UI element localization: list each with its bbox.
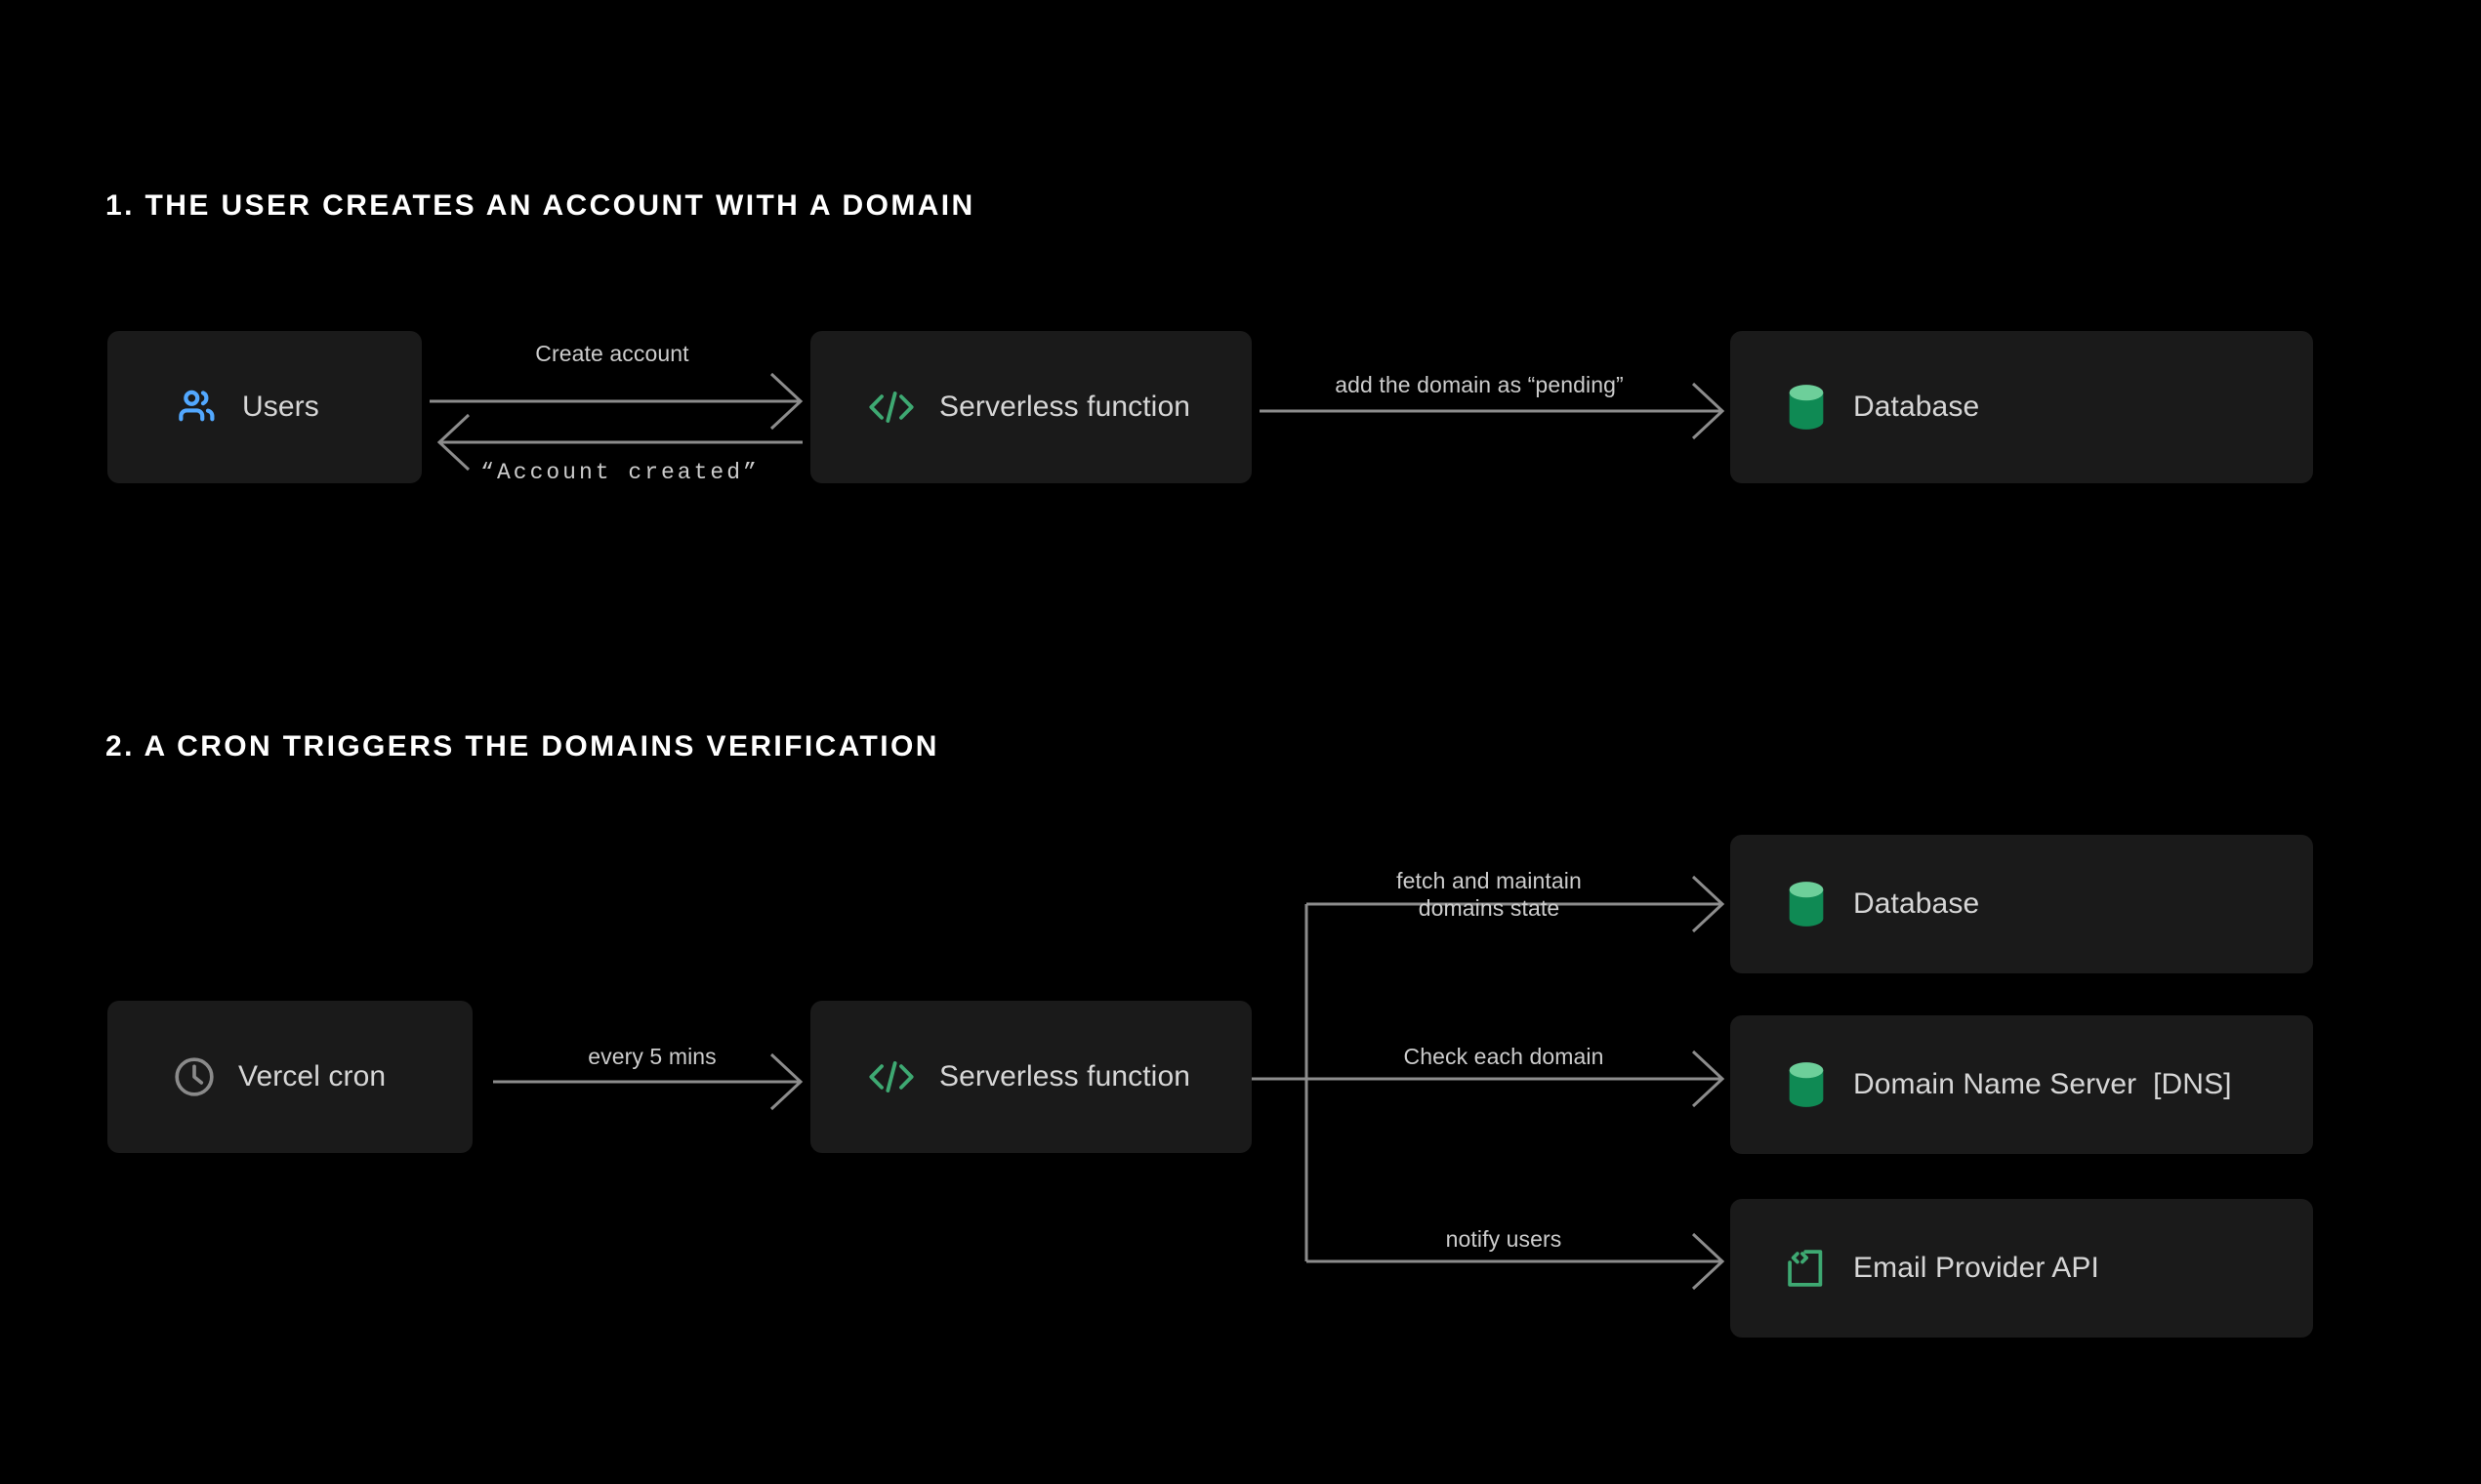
edge-label-check-each-domain: Check each domain: [1403, 1044, 1604, 1069]
node-vercel-cron[interactable]: Vercel cron: [107, 1001, 473, 1153]
node-label: Vercel cron: [238, 1060, 387, 1092]
node-serverless-function-2[interactable]: Serverless function: [810, 1001, 1252, 1153]
edge-label-every-5-mins: every 5 mins: [588, 1044, 717, 1069]
edge-label-notify-users: notify users: [1445, 1226, 1562, 1252]
edge-label-create-account: Create account: [535, 341, 689, 366]
code-brackets-icon: [867, 1056, 916, 1097]
edge-label-fetch-and-maintain: fetch and maintain domains state: [1396, 868, 1582, 922]
node-label: Serverless function: [939, 391, 1191, 423]
node-email-provider-api[interactable]: Email Provider API: [1730, 1199, 2313, 1338]
section-heading-2: 2. A CRON TRIGGERS THE DOMAINS VERIFICAT…: [105, 730, 939, 763]
code-brackets-icon: [867, 387, 916, 428]
node-label: Database: [1853, 391, 1980, 423]
node-label: Domain Name Server [DNS]: [1853, 1068, 2232, 1100]
edge-create-account: [430, 372, 804, 431]
node-users[interactable]: Users: [107, 331, 422, 483]
section-heading-1: 1. THE USER CREATES AN ACCOUNT WITH A DO…: [105, 189, 975, 222]
code-square-icon: [1785, 1247, 1828, 1290]
database-cylinder-icon: [1785, 879, 1828, 929]
node-serverless-function-1[interactable]: Serverless function: [810, 331, 1252, 483]
users-icon: [176, 385, 221, 430]
node-database-2[interactable]: Database: [1730, 835, 2313, 973]
node-label: Email Provider API: [1853, 1252, 2099, 1284]
database-cylinder-icon: [1785, 382, 1828, 433]
node-database-1[interactable]: Database: [1730, 331, 2313, 483]
node-label: Database: [1853, 887, 1980, 920]
clock-icon: [172, 1054, 217, 1099]
edge-label-account-created: “Account created”: [480, 460, 760, 485]
edge-label-add-domain: add the domain as “pending”: [1335, 372, 1624, 397]
database-cylinder-icon: [1785, 1059, 1828, 1110]
node-label: Users: [242, 391, 319, 423]
node-label: Serverless function: [939, 1060, 1191, 1092]
node-domain-name-server[interactable]: Domain Name Server [DNS]: [1730, 1015, 2313, 1154]
